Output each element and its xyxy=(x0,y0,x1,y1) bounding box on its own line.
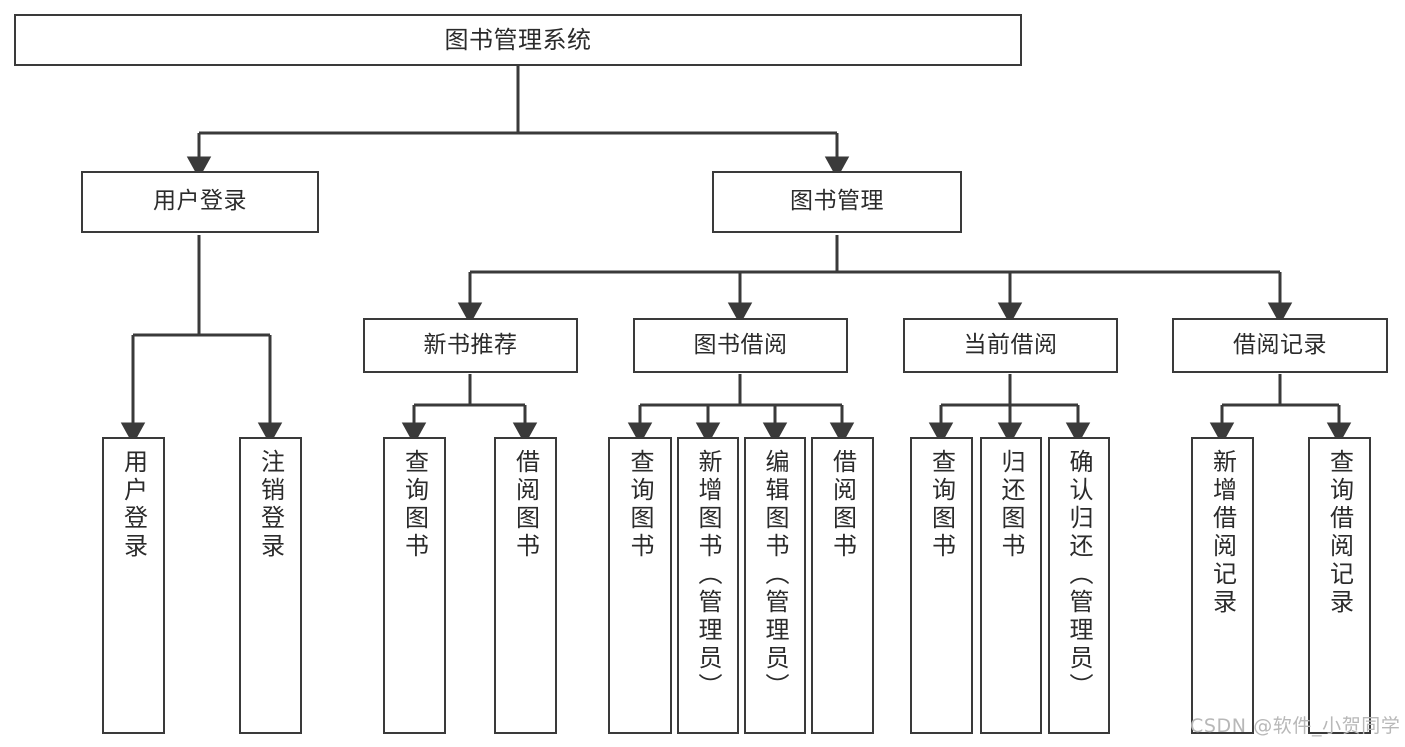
node-new-book-recommendation[interactable]: 新书推荐 xyxy=(363,318,578,373)
node-label: 借阅记录 xyxy=(1233,331,1327,358)
node-label: 用户登录 xyxy=(153,188,247,215)
node-book-management[interactable]: 图书管理 xyxy=(712,171,962,233)
leaf-borrow-record-add[interactable]: 新增借阅记录 xyxy=(1191,437,1254,734)
node-label: 当前借阅 xyxy=(963,331,1058,358)
node-book-borrowing[interactable]: 图书借阅 xyxy=(633,318,848,373)
node-root-library-management-system[interactable]: 图书管理系统 xyxy=(14,14,1022,66)
leaf-borrow-book-add-admin[interactable]: 新增图书（管理员） xyxy=(677,437,739,734)
node-borrowing-record[interactable]: 借阅记录 xyxy=(1172,318,1388,373)
leaf-current-borrow-query[interactable]: 查询图书 xyxy=(910,437,973,734)
node-label: 查询图书 xyxy=(626,449,654,561)
node-label: 注销登录 xyxy=(256,449,285,561)
leaf-new-book-borrow[interactable]: 借阅图书 xyxy=(494,437,557,734)
node-label: 图书管理 xyxy=(790,188,884,215)
node-user-login[interactable]: 用户登录 xyxy=(81,171,319,233)
leaf-borrow-book-edit-admin[interactable]: 编辑图书（管理员） xyxy=(744,437,806,734)
leaf-borrow-record-query[interactable]: 查询借阅记录 xyxy=(1308,437,1371,734)
leaf-borrow-book-query[interactable]: 查询图书 xyxy=(608,437,672,734)
node-label: 确认归还（管理员） xyxy=(1065,449,1093,701)
node-label: 借阅图书 xyxy=(511,449,540,561)
node-label: 编辑图书（管理员） xyxy=(761,449,789,701)
leaf-borrow-book-borrow[interactable]: 借阅图书 xyxy=(811,437,874,734)
node-label: 查询图书 xyxy=(400,449,429,561)
leaf-new-book-query[interactable]: 查询图书 xyxy=(383,437,446,734)
leaf-current-borrow-return[interactable]: 归还图书 xyxy=(980,437,1042,734)
node-label: 新书推荐 xyxy=(423,331,518,358)
node-label: 归还图书 xyxy=(997,449,1025,561)
leaf-current-borrow-confirm-return-admin[interactable]: 确认归还（管理员） xyxy=(1048,437,1110,734)
node-label: 查询借阅记录 xyxy=(1325,449,1354,617)
node-label: 查询图书 xyxy=(927,449,956,561)
node-label: 借阅图书 xyxy=(828,449,857,561)
node-current-borrowing[interactable]: 当前借阅 xyxy=(903,318,1118,373)
node-label: 图书借阅 xyxy=(693,331,788,358)
node-label: 图书管理系统 xyxy=(444,25,592,54)
node-label: 用户登录 xyxy=(119,449,148,561)
node-label: 新增图书（管理员） xyxy=(694,449,722,701)
watermark-text: CSDN @软件_小贺同学 xyxy=(1190,715,1401,737)
node-label: 新增借阅记录 xyxy=(1208,449,1237,617)
leaf-user-login-logout[interactable]: 注销登录 xyxy=(239,437,302,734)
leaf-user-login-login[interactable]: 用户登录 xyxy=(102,437,165,734)
